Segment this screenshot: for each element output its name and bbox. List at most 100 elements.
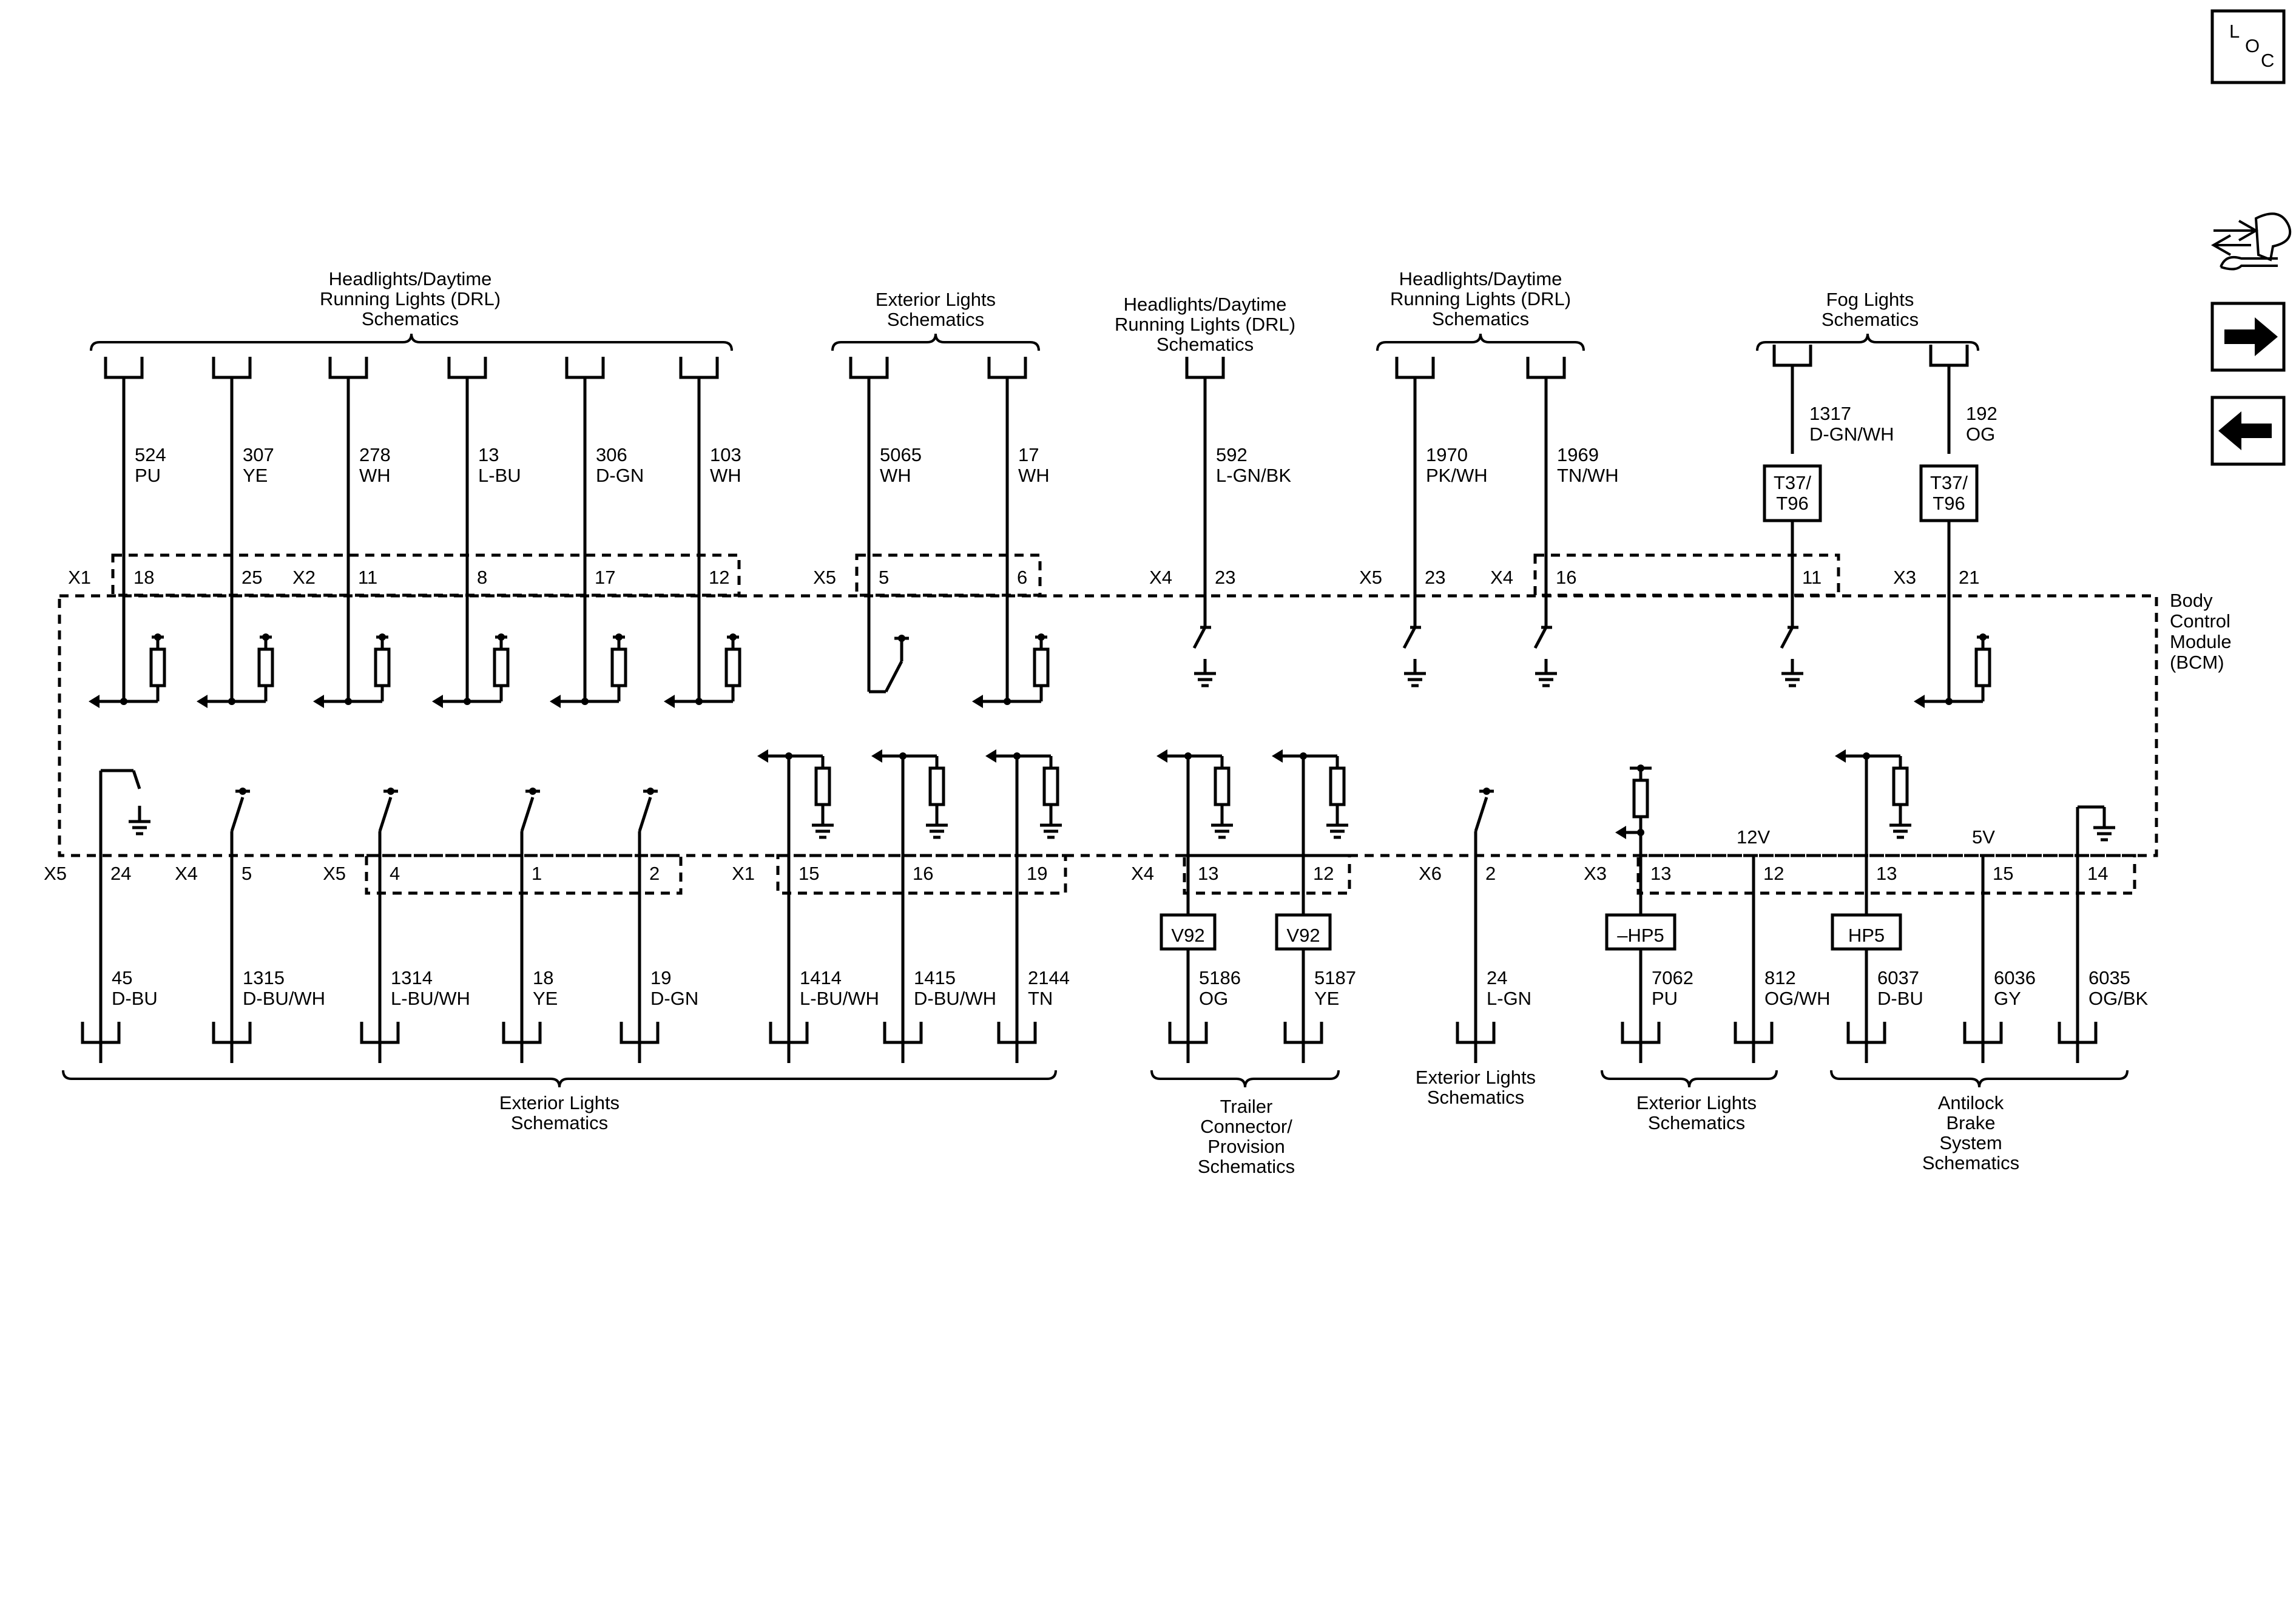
next-page-button[interactable] bbox=[2210, 302, 2286, 372]
option-label: V92 bbox=[1286, 925, 1320, 946]
previous-page-button[interactable] bbox=[2210, 396, 2286, 466]
terminal bbox=[849, 357, 889, 379]
option-label-line-2: T96 bbox=[1933, 493, 1965, 514]
reference-exterior-lights-4[interactable]: Exterior Lights Schematics bbox=[1601, 1070, 1778, 1133]
svg-text:Schematics: Schematics bbox=[1427, 1087, 1524, 1108]
signal-arrow bbox=[1615, 826, 1626, 839]
option-label: –HP5 bbox=[1617, 925, 1664, 946]
pin-number: 25 bbox=[241, 567, 262, 588]
wire-color: TN bbox=[1028, 988, 1053, 1009]
wire-color: WH bbox=[710, 465, 741, 486]
wire-circuit-number: 5187 bbox=[1314, 967, 1356, 988]
svg-text:Schematics: Schematics bbox=[1432, 308, 1529, 329]
component-tools-icon[interactable] bbox=[2210, 212, 2292, 271]
reference-headlights-drl-2[interactable]: Headlights/Daytime Running Lights (DRL) … bbox=[1115, 294, 1295, 355]
terminal bbox=[1283, 1022, 1323, 1044]
pin-number: 18 bbox=[133, 567, 154, 588]
wire-color: D-GN/WH bbox=[1809, 424, 1894, 445]
bcm-name-line-1: Body bbox=[2170, 590, 2213, 611]
pin-number: 12 bbox=[709, 567, 729, 588]
wire-color: OG bbox=[1966, 424, 1995, 445]
connector-id: X4 bbox=[175, 863, 198, 884]
reference-exterior-lights-1[interactable]: Exterior Lights Schematics bbox=[831, 289, 1040, 351]
option-label-line-1: T37/ bbox=[1774, 472, 1811, 493]
svg-text:Antilock: Antilock bbox=[1938, 1092, 2004, 1113]
pin-number: 8 bbox=[477, 567, 487, 588]
pin-number: 13 bbox=[1650, 863, 1671, 884]
resistor-symbol bbox=[493, 633, 510, 698]
wire-color: OG bbox=[1199, 988, 1228, 1009]
wire-circuit-number: 18 bbox=[533, 967, 553, 988]
terminal bbox=[360, 1022, 400, 1044]
pin-number: 6 bbox=[1017, 567, 1027, 588]
wire-color: WH bbox=[359, 465, 391, 486]
terminal bbox=[1929, 345, 1969, 367]
wire-color: D-BU/WH bbox=[243, 988, 325, 1009]
ground-symbol bbox=[1194, 665, 1216, 687]
reference-antilock-brake-system[interactable]: Antilock Brake System Schematics bbox=[1830, 1070, 2129, 1173]
loc-button[interactable]: L O C bbox=[2210, 9, 2286, 84]
svg-text:Trailer: Trailer bbox=[1220, 1096, 1273, 1117]
ground-symbol bbox=[129, 813, 150, 836]
reference-exterior-lights-3[interactable]: Exterior Lights Schematics bbox=[1416, 1067, 1536, 1108]
resistor-symbol bbox=[257, 633, 274, 698]
signal-arrow bbox=[550, 695, 561, 708]
bcm-name-line-4: (BCM) bbox=[2170, 652, 2224, 673]
wire-color: D-GN bbox=[596, 465, 644, 486]
terminal bbox=[1734, 1022, 1774, 1044]
wire-color: L-GN/BK bbox=[1216, 465, 1291, 486]
terminal bbox=[1395, 357, 1435, 379]
wire-circuit-number: 13 bbox=[478, 444, 499, 465]
option-box: –HP5 bbox=[1605, 913, 1676, 951]
resistor-body bbox=[1892, 766, 1909, 806]
wire-circuit-number: 24 bbox=[1487, 967, 1507, 988]
wire-color: L-BU bbox=[478, 465, 521, 486]
svg-text:Schematics: Schematics bbox=[1198, 1156, 1295, 1177]
pin-number: 24 bbox=[110, 863, 131, 884]
reference-headlights-drl-1[interactable]: Headlights/Daytime Running Lights (DRL) … bbox=[90, 268, 733, 351]
resistor-body bbox=[1214, 766, 1231, 806]
junction-dot bbox=[1637, 829, 1644, 836]
wire-circuit-number: 1415 bbox=[914, 967, 956, 988]
signal-arrow bbox=[985, 749, 996, 763]
wire-circuit-number: 1315 bbox=[243, 967, 285, 988]
bottom-connector-groups bbox=[365, 854, 2136, 895]
wire-color: L-BU/WH bbox=[800, 988, 879, 1009]
svg-text:Exterior Lights: Exterior Lights bbox=[1416, 1067, 1536, 1088]
resistor-body bbox=[1329, 766, 1346, 806]
connector-id: X5 bbox=[1359, 567, 1382, 588]
reference-trailer-connector[interactable]: Trailer Connector/ Provision Schematics bbox=[1150, 1070, 1340, 1177]
wire-circuit-number: 192 bbox=[1966, 403, 1997, 424]
reference-exterior-lights-2[interactable]: Exterior Lights Schematics bbox=[62, 1070, 1057, 1133]
ground-symbol bbox=[1326, 817, 1348, 839]
pin-number: 21 bbox=[1959, 567, 1979, 588]
top-circuit: 13L-BU 8 bbox=[432, 357, 521, 708]
svg-text:Schematics: Schematics bbox=[1922, 1152, 2019, 1173]
svg-text:Schematics: Schematics bbox=[1156, 334, 1254, 355]
wire-color: PU bbox=[135, 465, 161, 486]
reference-headlights-drl-3[interactable]: Headlights/Daytime Running Lights (DRL) … bbox=[1376, 268, 1585, 351]
terminal bbox=[212, 357, 252, 379]
pin-number: 1 bbox=[532, 863, 542, 884]
wire-circuit-number: 307 bbox=[243, 444, 274, 465]
resistor-symbol bbox=[610, 633, 627, 698]
reference-fog-lights[interactable]: Fog Lights Schematics bbox=[1756, 289, 1979, 351]
wire-color: WH bbox=[880, 465, 911, 486]
terminal bbox=[769, 1022, 809, 1044]
terminal bbox=[1621, 1022, 1661, 1044]
pin-number: 14 bbox=[2087, 863, 2108, 884]
resistor-symbol bbox=[374, 633, 391, 698]
connector-id: X6 bbox=[1419, 863, 1442, 884]
wire-color: L-BU/WH bbox=[391, 988, 470, 1009]
pin-number: 5 bbox=[241, 863, 252, 884]
wire-circuit-number: 1314 bbox=[391, 967, 433, 988]
wire-color: GY bbox=[1994, 988, 2021, 1009]
